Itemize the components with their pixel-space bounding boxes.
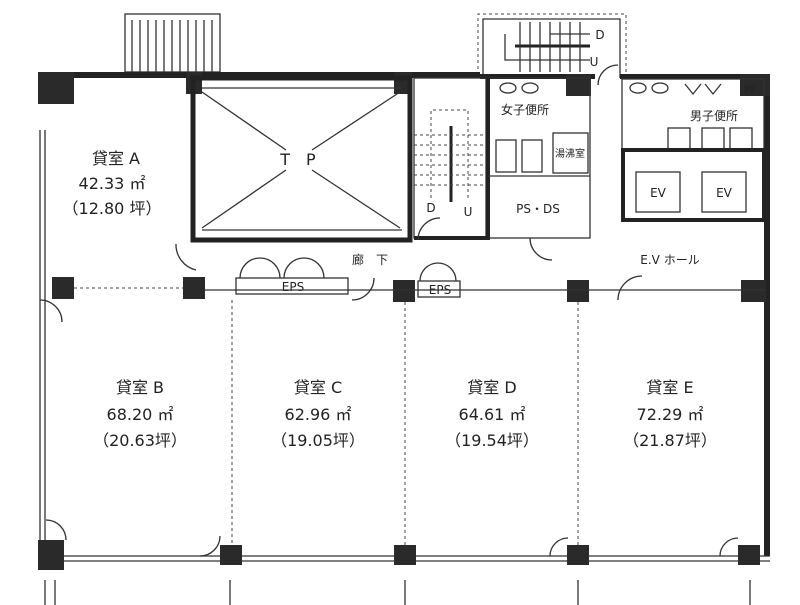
room-b-tsubo: （20.63坪） bbox=[93, 431, 187, 450]
service-core-right: PS 男子便所 EV EV E.V ホール bbox=[597, 64, 766, 267]
service-core-left: 女子便所 湯沸室 PS・DS bbox=[486, 77, 591, 261]
room-c: 貸室 C 62.96 ㎡ （19.05坪） bbox=[271, 378, 365, 450]
balcony-top bbox=[124, 13, 221, 73]
room-e: 貸室 E 72.29 ㎡ （21.87坪） bbox=[623, 378, 717, 450]
room-a-area: 42.33 ㎡ bbox=[79, 174, 146, 193]
ev2-label: EV bbox=[716, 186, 733, 200]
stair-middle-down-label: D bbox=[426, 201, 435, 215]
tp-label: T P bbox=[279, 150, 316, 169]
room-dividers bbox=[39, 299, 739, 557]
room-b-name: 貸室 B bbox=[116, 378, 164, 397]
columns bbox=[38, 72, 770, 570]
tp-void: T P bbox=[190, 75, 413, 243]
room-c-area: 62.96 ㎡ bbox=[285, 405, 352, 424]
stair-top-down-label: D bbox=[595, 28, 604, 42]
room-a-name: 貸室 A bbox=[92, 149, 140, 168]
room-d-area: 64.61 ㎡ bbox=[459, 405, 526, 424]
kitchenette-label: 湯沸室 bbox=[555, 147, 585, 160]
room-c-tsubo: （19.05坪） bbox=[271, 431, 365, 450]
room-d-name: 貸室 D bbox=[467, 378, 516, 397]
room-d: 貸室 D 64.61 ㎡ （19.54坪） bbox=[445, 378, 539, 450]
room-d-tsubo: （19.54坪） bbox=[445, 431, 539, 450]
corridor-label: 廊 下 bbox=[352, 252, 388, 267]
room-e-area: 72.29 ㎡ bbox=[637, 405, 704, 424]
room-c-name: 貸室 C bbox=[294, 378, 342, 397]
ev1-label: EV bbox=[650, 186, 667, 200]
stair-top: D U bbox=[477, 13, 627, 78]
grid-ticks bbox=[44, 580, 751, 605]
ps-ds-label: PS・DS bbox=[516, 202, 560, 216]
ps-label: PS bbox=[744, 85, 755, 95]
room-e-name: 貸室 E bbox=[646, 378, 693, 397]
room-a: 貸室 A 42.33 ㎡ （12.80 坪） bbox=[63, 149, 162, 218]
womens-toilet-label: 女子便所 bbox=[501, 102, 549, 117]
room-e-tsubo: （21.87坪） bbox=[623, 431, 717, 450]
stair-middle-up-label: U bbox=[464, 205, 473, 219]
room-b: 貸室 B 68.20 ㎡ （20.63坪） bbox=[93, 378, 187, 450]
stair-top-up-label: U bbox=[590, 55, 599, 69]
outer-walls bbox=[38, 72, 770, 562]
ev-hall-label: E.V ホール bbox=[640, 253, 699, 267]
room-b-area: 68.20 ㎡ bbox=[107, 405, 174, 424]
corridor: 廊 下 EPS EPS bbox=[74, 243, 766, 301]
stair-middle: D U bbox=[413, 77, 487, 241]
eps1-label: EPS bbox=[282, 280, 304, 294]
room-a-tsubo: （12.80 坪） bbox=[63, 199, 162, 218]
mens-toilet-label: 男子便所 bbox=[690, 109, 738, 123]
